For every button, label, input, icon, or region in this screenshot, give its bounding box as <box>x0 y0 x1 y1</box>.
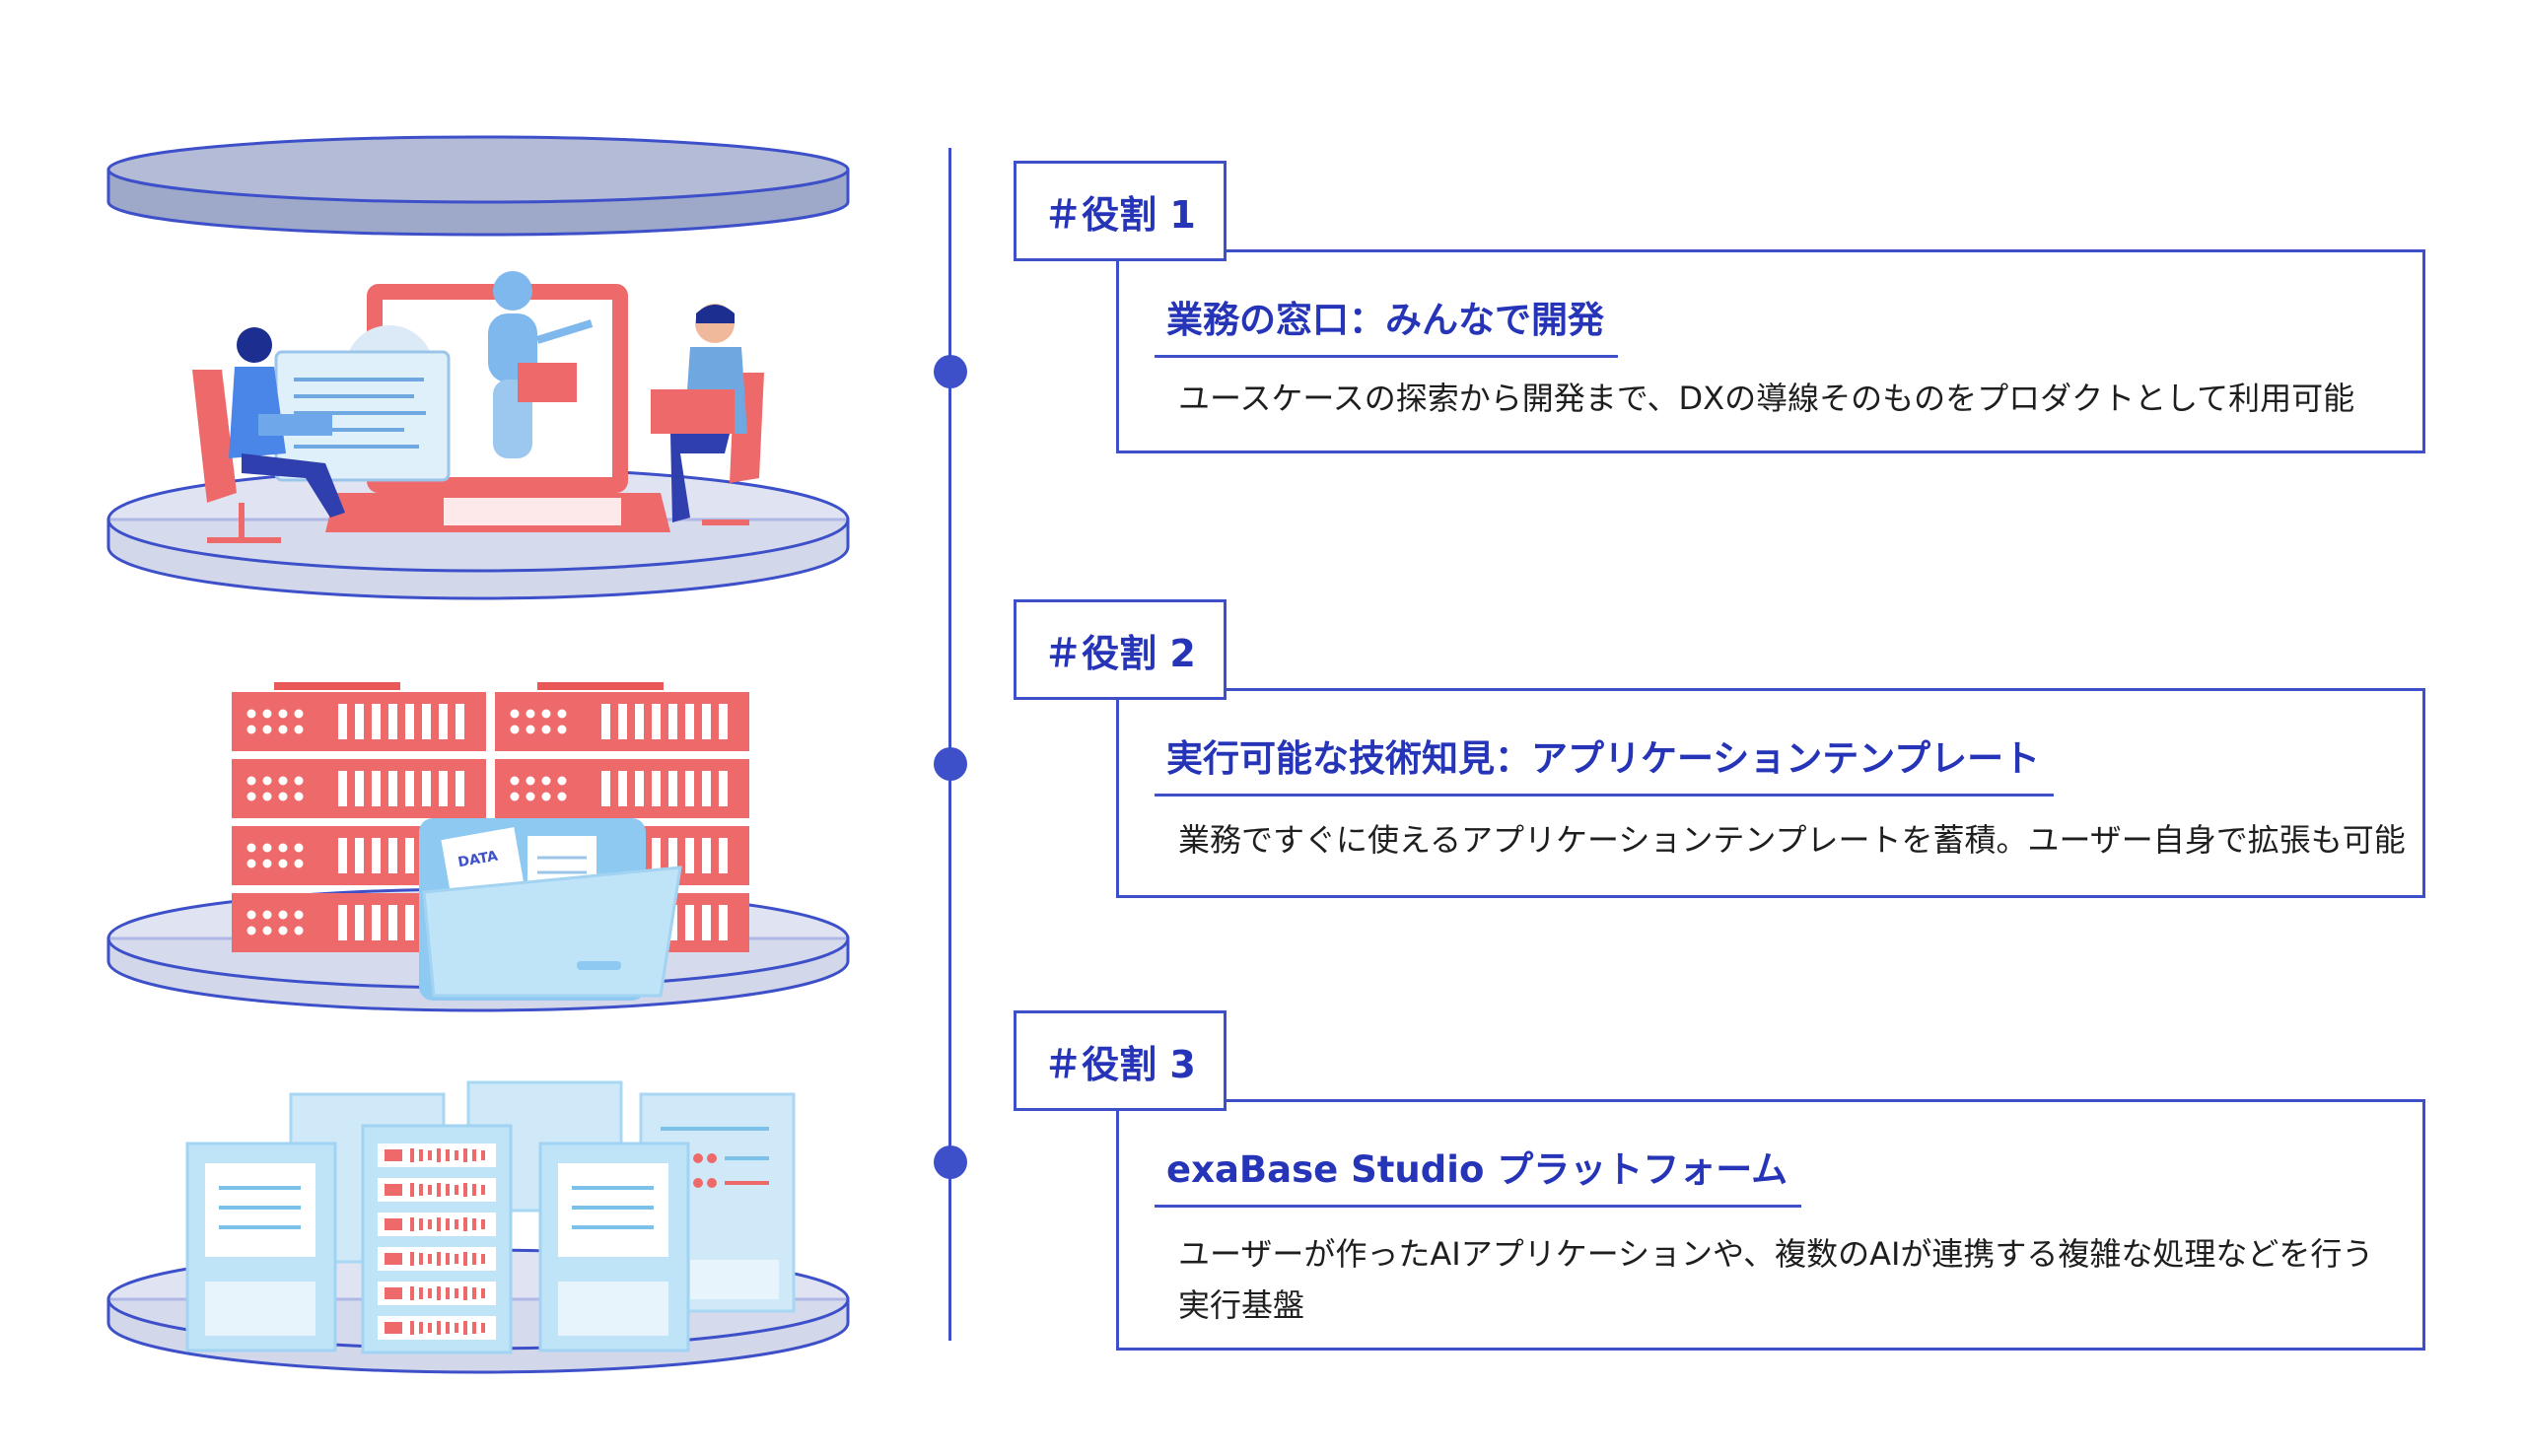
role-3-description-line-2: 実行基盤 <box>1178 1286 1305 1324</box>
server-unit <box>232 759 486 818</box>
rack-slot <box>378 1178 496 1202</box>
document-servers-platform-illustration <box>106 1080 850 1374</box>
role-3-title: exaBase Studio プラットフォーム <box>1155 1140 1802 1208</box>
rack-slot <box>378 1282 496 1305</box>
top-disc <box>106 135 850 237</box>
role-1-card: 業務の窓口：みんなで開発 ユースケースの探索から開発まで、DXの導線そのものをプ… <box>1116 249 2425 453</box>
role-3-tag: ＃役割 3 <box>1014 1010 1227 1111</box>
role-1-tag: ＃役割 1 <box>1014 161 1227 261</box>
role-3-card: exaBase Studio プラットフォーム ユーザーが作ったAIアプリケーシ… <box>1116 1099 2425 1351</box>
role-3-description-line-1: ユーザーが作ったAIアプリケーションや、複数のAIが連携する複雑な処理などを行う <box>1178 1235 2374 1273</box>
layered-platform-illustration: DATA <box>106 135 850 1374</box>
role-2-card: 実行可能な技術知見：アプリケーションテンプレート 業務ですぐに使えるアプリケーシ… <box>1116 688 2425 898</box>
timeline-dot-3 <box>934 1145 967 1179</box>
rack-slot <box>378 1247 496 1271</box>
server-racks-with-data-folder-illustration: DATA <box>106 682 850 1012</box>
server-unit <box>232 692 486 751</box>
people-with-robot-and-laptops-illustration <box>106 271 850 600</box>
role-1-description: ユースケースの探索から開発まで、DXの導線そのものをプロダクトとして利用可能 <box>1178 373 2354 424</box>
data-folder-label: DATA <box>456 849 499 871</box>
role-1-title: 業務の窓口：みんなで開発 <box>1155 290 1618 358</box>
timeline-dot-1 <box>934 355 967 388</box>
rack-slot <box>378 1144 496 1167</box>
role-1-description-line-1: ユースケースの探索から開発まで、DXの導線そのものをプロダクトとして利用可能 <box>1178 380 2355 417</box>
server-unit <box>495 692 749 751</box>
rack-slot <box>378 1316 496 1340</box>
role-2-description-line-1: 業務ですぐに使えるアプリケーションテンプレートを蓄積。ユーザー自身で拡張も可能 <box>1178 821 2406 859</box>
timeline-line <box>948 148 951 1341</box>
role-2-title: 実行可能な技術知見：アプリケーションテンプレート <box>1155 728 2055 797</box>
role-2-description: 業務ですぐに使えるアプリケーションテンプレートを蓄積。ユーザー自身で拡張も可能 <box>1178 814 2406 866</box>
rack-slot <box>378 1213 496 1236</box>
timeline-dot-2 <box>934 747 967 781</box>
role-3-description: ユーザーが作ったAIアプリケーションや、複数のAIが連携する複雑な処理などを行う… <box>1178 1228 2373 1331</box>
role-2-tag: ＃役割 2 <box>1014 599 1227 700</box>
server-unit <box>495 759 749 818</box>
